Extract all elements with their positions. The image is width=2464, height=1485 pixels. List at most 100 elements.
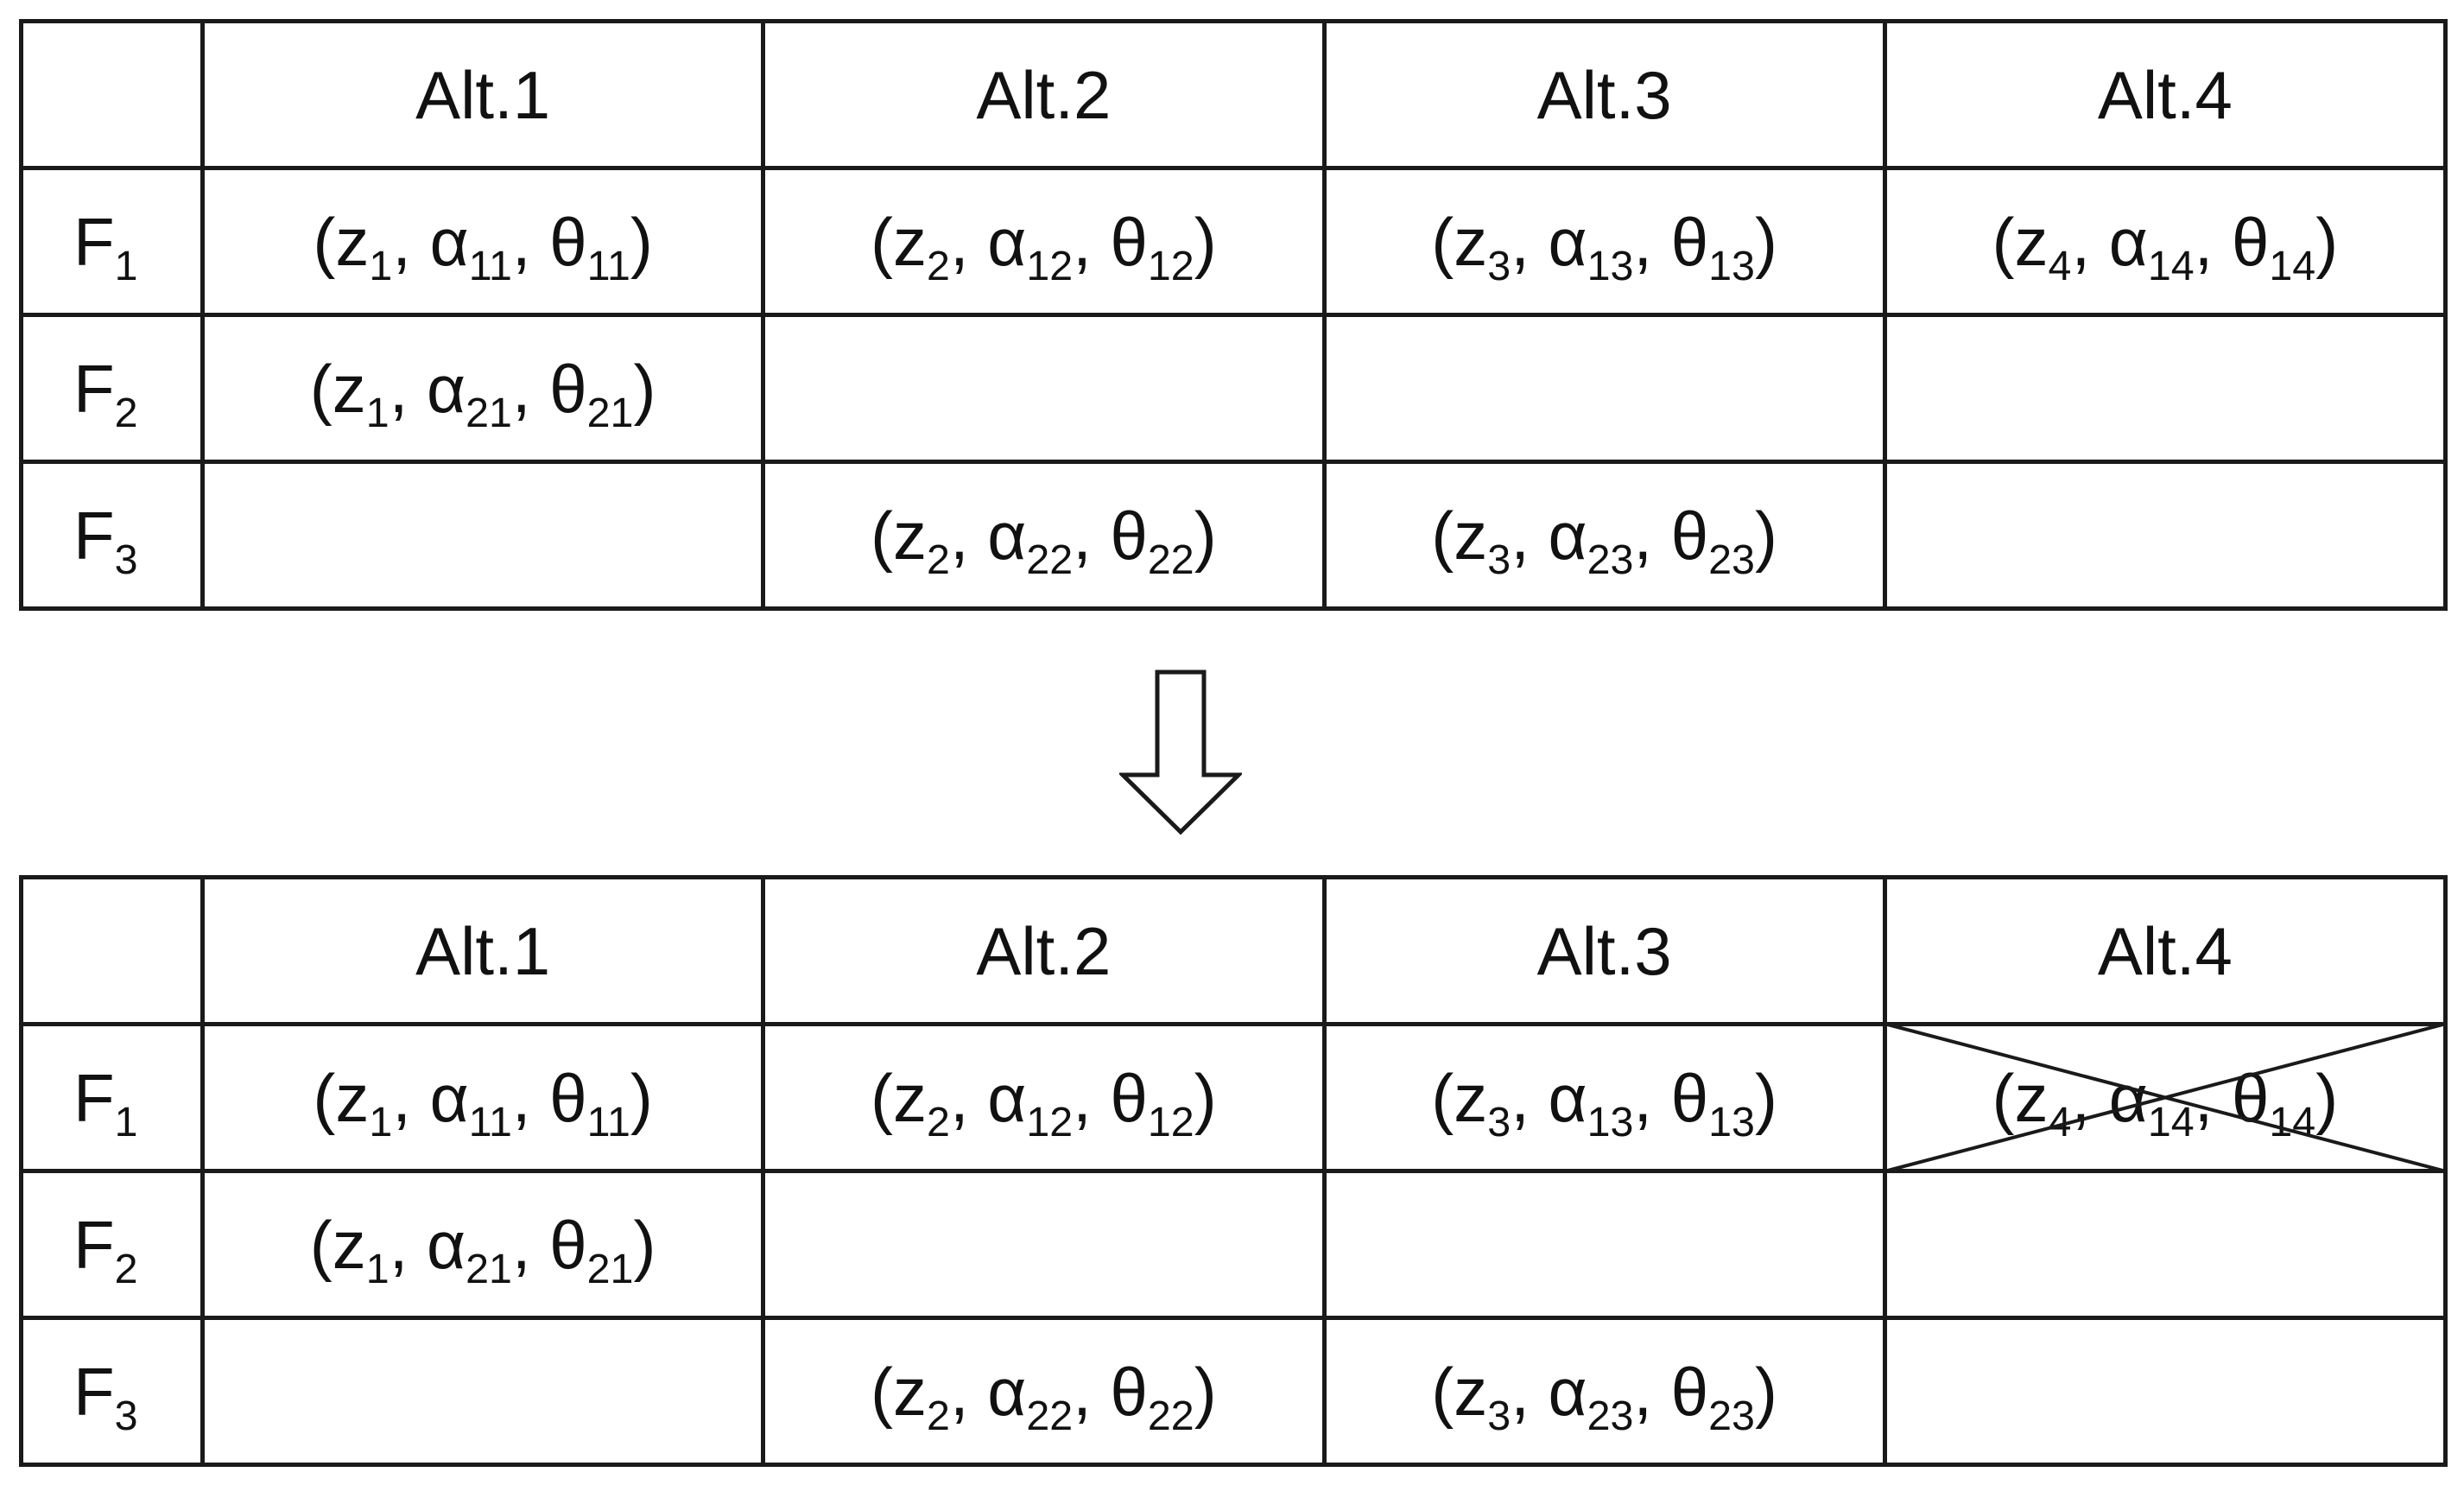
tuple-cell: (z4, α14, θ14) [1882,1022,2448,1173]
empty-cell [1321,313,1887,464]
alpha-subscript: 12 [1026,1098,1074,1145]
down-arrow-icon [1119,670,1242,835]
z-subscript: 1 [365,389,390,436]
corner-cell [19,875,205,1026]
column-header: Alt.2 [761,875,1327,1026]
tuple-cell: (z4, α14, θ14) [1882,166,2448,317]
header-row: Alt.1 Alt.2 Alt.3 Alt.4 [19,875,2448,1026]
z-subscript: 1 [369,242,393,289]
column-header: Alt.3 [1321,19,1887,170]
theta-subscript: 22 [1147,1392,1194,1439]
alpha-subscript: 13 [1587,242,1634,289]
tuple-text: (z3, α13, θ13) [1431,1059,1777,1145]
table-row: F3(z2, α22, θ22)(z3, α23, θ23) [19,1316,2448,1467]
tuple-text: (z2, α12, θ12) [871,1059,1217,1145]
alpha-subscript: 22 [1026,536,1074,583]
theta-subscript: 22 [1147,536,1194,583]
theta-subscript: 23 [1708,1392,1755,1439]
row-label-base: F [73,1059,115,1136]
empty-cell [761,1169,1327,1320]
z-subscript: 1 [369,1098,393,1145]
row-header: F3 [19,1316,205,1467]
row-label-subscript: 3 [114,1392,138,1439]
tuple-cell: (z3, α23, θ23) [1321,460,1887,611]
tuple-text: (z4, α14, θ14) [1992,1059,2339,1145]
theta-subscript: 11 [586,1098,630,1145]
empty-cell [200,460,766,611]
row-header: F3 [19,460,205,611]
theta-subscript: 12 [1147,1098,1194,1145]
tuple-text: (z2, α22, θ22) [871,497,1217,583]
tuple-cell: (z3, α13, θ13) [1321,1022,1887,1173]
alpha-subscript: 11 [468,1098,512,1145]
header-row: Alt.1 Alt.2 Alt.3 Alt.4 [19,19,2448,170]
column-header: Alt.3 [1321,875,1887,1026]
row-header: F2 [19,1169,205,1320]
tuple-text: (z3, α23, θ23) [1431,497,1777,583]
table-row: F1(z1, α11, θ11)(z2, α12, θ12)(z3, α13, … [19,166,2448,317]
column-header: Alt.2 [761,19,1327,170]
tuple-text: (z4, α14, θ14) [1992,203,2339,289]
tuple-cell: (z1, α11, θ11) [200,1022,766,1173]
table-row: F3(z2, α22, θ22)(z3, α23, θ23) [19,460,2448,611]
row-label-subscript: 2 [114,389,138,436]
row-label-base: F [73,203,115,280]
row-label-base: F [73,497,115,574]
row-header: F1 [19,1022,205,1173]
row-header: F2 [19,313,205,464]
tuple-cell: (z3, α23, θ23) [1321,1316,1887,1467]
z-subscript: 3 [1487,242,1511,289]
alpha-subscript: 23 [1587,1392,1634,1439]
tuple-cell: (z2, α12, θ12) [761,166,1327,317]
row-label-subscript: 3 [114,536,138,583]
empty-cell [1882,460,2448,611]
column-header: Alt.1 [200,19,766,170]
row-label-subscript: 1 [114,1098,138,1145]
tuple-text: (z2, α22, θ22) [871,1353,1217,1439]
table-after: Alt.1 Alt.2 Alt.3 Alt.4 F1(z1, α11, θ11)… [19,875,2448,1467]
column-header: Alt.4 [1882,19,2448,170]
table-row: F1(z1, α11, θ11)(z2, α12, θ12)(z3, α13, … [19,1022,2448,1173]
theta-subscript: 21 [586,389,634,436]
tuple-cell: (z3, α13, θ13) [1321,166,1887,317]
row-label-base: F [73,1206,115,1283]
alpha-subscript: 12 [1026,242,1074,289]
tuple-text: (z2, α12, θ12) [871,203,1217,289]
alpha-subscript: 11 [468,242,512,289]
row-label-base: F [73,1353,115,1430]
tuple-cell: (z2, α22, θ22) [761,460,1327,611]
alpha-subscript: 22 [1026,1392,1074,1439]
z-subscript: 2 [927,242,950,289]
row-header: F1 [19,166,205,317]
column-header: Alt.4 [1882,875,2448,1026]
theta-subscript: 11 [586,242,630,289]
z-subscript: 2 [927,536,950,583]
z-subscript: 3 [1487,536,1511,583]
tuple-text: (z1, α21, θ21) [309,1206,656,1292]
tuple-cell: (z1, α21, θ21) [200,1169,766,1320]
empty-cell [761,313,1327,464]
table-before: Alt.1 Alt.2 Alt.3 Alt.4 F1(z1, α11, θ11)… [19,19,2448,611]
corner-cell [19,19,205,170]
column-header: Alt.1 [200,875,766,1026]
row-label-subscript: 2 [114,1245,138,1292]
alpha-subscript: 14 [2147,242,2195,289]
row-label-subscript: 1 [114,242,138,289]
alpha-subscript: 21 [466,389,512,436]
tuple-cell: (z1, α11, θ11) [200,166,766,317]
theta-subscript: 13 [1708,242,1755,289]
tuple-text: (z1, α11, θ11) [313,203,653,289]
empty-cell [1882,313,2448,464]
theta-subscript: 23 [1708,536,1755,583]
row-label-base: F [73,350,115,427]
table-row: F2(z1, α21, θ21) [19,313,2448,464]
alpha-subscript: 14 [2147,1098,2195,1145]
tuple-cell: (z2, α22, θ22) [761,1316,1327,1467]
z-subscript: 2 [927,1098,950,1145]
z-subscript: 3 [1487,1392,1511,1439]
z-subscript: 4 [2048,1098,2072,1145]
tuple-text: (z3, α13, θ13) [1431,203,1777,289]
tuple-cell: (z2, α12, θ12) [761,1022,1327,1173]
tuple-text: (z3, α23, θ23) [1431,1353,1777,1439]
empty-cell [1321,1169,1887,1320]
